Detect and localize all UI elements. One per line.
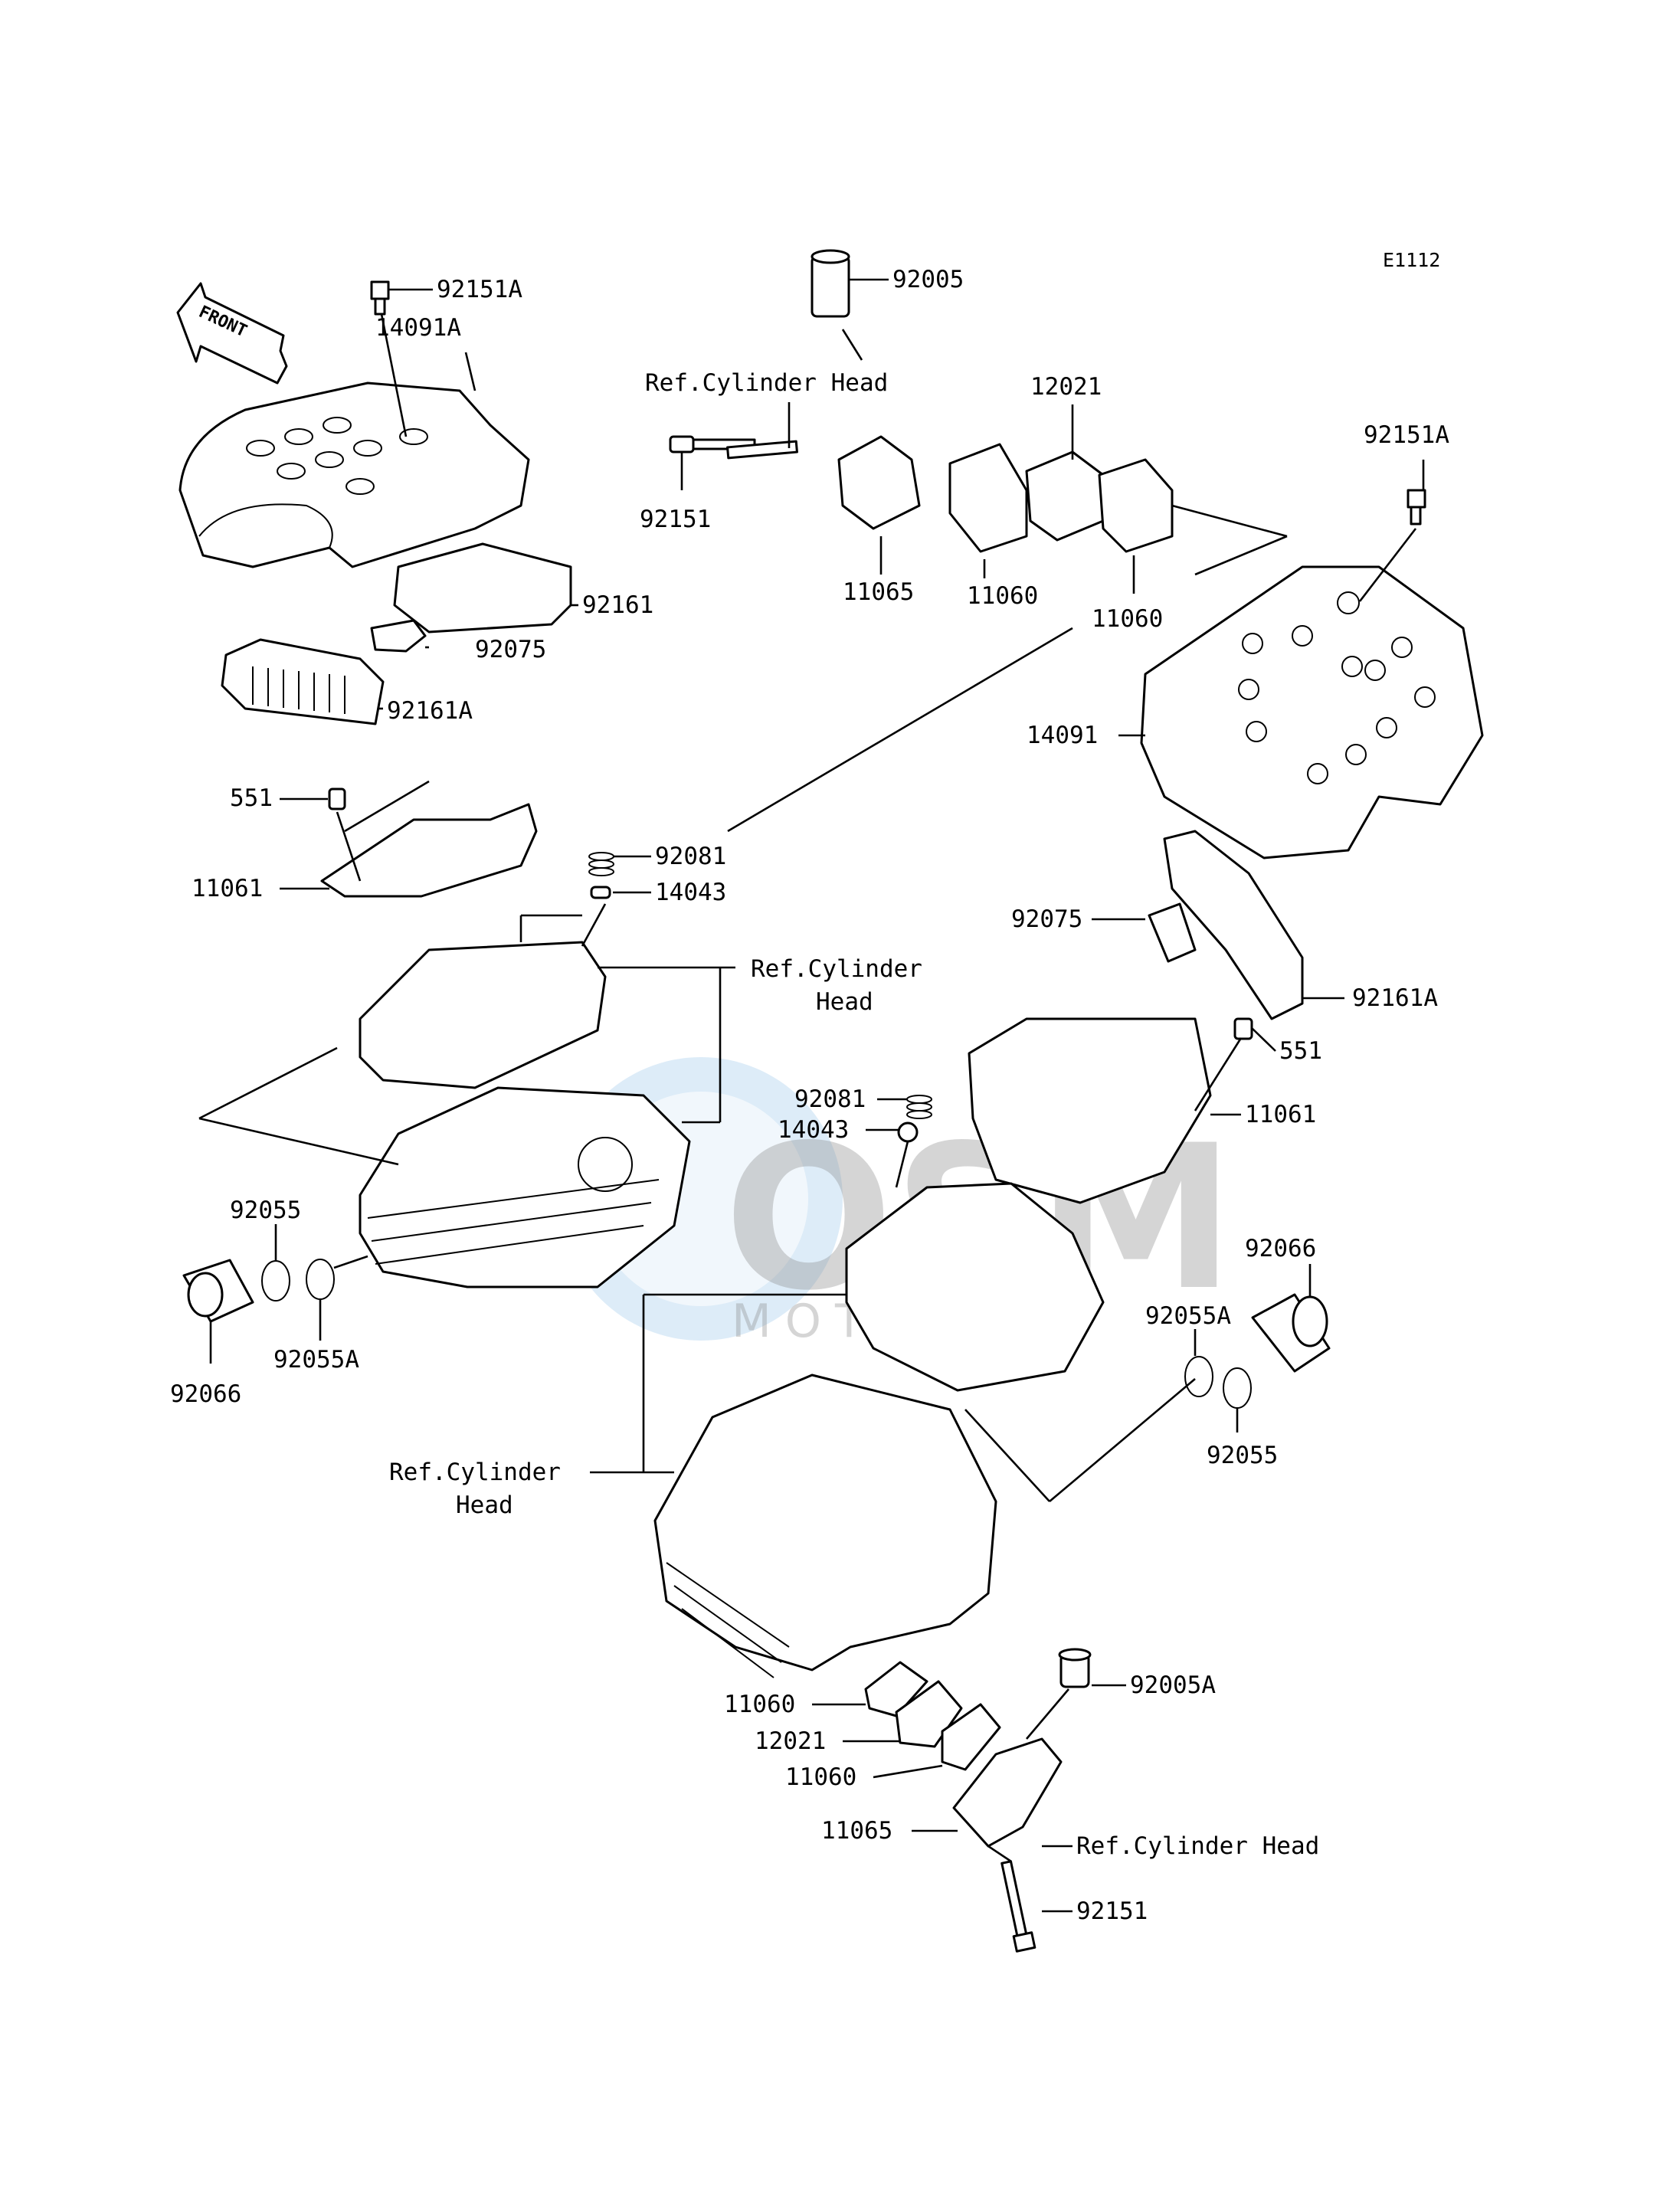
oring-92055-right [1223,1367,1252,1409]
callout-14091a: 14091A [375,314,461,342]
callout-92055a-right: 92055A [1145,1302,1231,1330]
plug-92066-right [1251,1293,1331,1373]
callout-92005a: 92005A [1130,1671,1216,1699]
gasket-11061-right [968,1017,1212,1204]
oring-92055-left [261,1260,290,1302]
spring-92081-top [588,852,614,876]
callout-92161: 92161 [582,591,653,619]
callout-11060-a: 11060 [967,582,1038,610]
callout-11061-right: 11061 [1245,1101,1316,1128]
bolt-92151-low [1000,1860,1036,1953]
callout-11065-top: 11065 [843,578,914,606]
cover-14091a [178,381,530,568]
callout-14091: 14091 [1027,722,1098,749]
callout-551-right: 551 [1279,1037,1322,1065]
damper-92075-left [370,619,427,653]
valve-14043-top [590,886,611,899]
callout-92075-right: 92075 [1011,905,1082,933]
leader-lines [198,278,1425,1913]
callout-92066-right: 92066 [1245,1235,1316,1262]
oring-92055a-left [306,1259,335,1300]
pin-551-left [328,787,346,810]
callout-92055a-left: 92055A [273,1346,359,1374]
callout-11065-low: 11065 [821,1817,892,1845]
cylinder-head-lower [653,1374,997,1678]
callout-92055-right: 92055 [1207,1442,1278,1469]
cap-92005a [1058,1648,1092,1688]
callout-92081-mid: 92081 [794,1085,866,1113]
cylinder-head-mid [845,1182,1105,1392]
cover-14091 [1140,565,1484,859]
callout-14043-mid: 14043 [778,1116,849,1144]
gasket-11060-d [941,1703,1001,1771]
callout-92151a-top: 92151A [437,276,522,303]
callout-92055-left: 92055 [230,1197,301,1224]
callout-ref-cylinder-low-1: Ref.Cylinder [389,1459,561,1486]
callout-ref-cylinder-head-bottom: Ref.Cylinder Head [1076,1832,1319,1860]
callout-92151-top: 92151 [640,506,711,533]
pin-551-right [1233,1017,1253,1040]
callout-ref-cylinder-mid-1: Ref.Cylinder [751,955,922,983]
pipe-top [726,440,798,460]
bolt-92151a-top [370,280,390,316]
callout-12021-low: 12021 [755,1727,826,1755]
callout-labels: 92151A 14091A 92005 Ref.Cylinder Head 12… [170,266,1449,1925]
callout-11060-d: 11060 [785,1763,856,1791]
callout-92161a-right: 92161A [1352,984,1438,1012]
callout-ref-cylinder-mid-2: Head [816,988,873,1016]
callout-14043-top: 14043 [655,879,726,906]
cylinder-head-left [359,1086,691,1288]
heatsink-92161a-left [221,638,385,725]
callout-92075-left: 92075 [475,636,546,663]
rocker-cover-upper-left [359,941,607,1089]
cap-92005 [811,249,850,318]
bolt-92151a-right [1407,489,1426,526]
gasket-11060-b [1098,458,1174,553]
callout-11060-b: 11060 [1092,605,1163,633]
callout-92161a-left: 92161A [387,697,473,725]
callout-551-left: 551 [230,784,273,812]
diagram-code: E1112 [1383,249,1440,271]
callout-92005: 92005 [892,266,964,293]
reed-plate-12021-top [1025,450,1105,542]
callout-ref-cylinder-low-2: Head [456,1491,513,1519]
front-arrow-icon: FRONT [176,282,288,385]
callout-11061-left: 11061 [192,875,263,902]
callout-92151a-right: 92151A [1364,421,1449,449]
bracket-92161 [393,542,572,634]
damper-92075-right [1148,902,1197,963]
valve-14043-mid [897,1121,919,1143]
callout-11060-c: 11060 [724,1691,795,1718]
oring-92055a-right [1184,1356,1213,1397]
callout-ref-cylinder-head-top: Ref.Cylinder Head [645,369,888,397]
gasket-11060-c [864,1661,928,1717]
plug-92066-left [182,1259,254,1323]
callout-92066-left: 92066 [170,1380,241,1408]
callout-92151-low: 92151 [1076,1897,1148,1925]
gasket-11061-left [320,803,538,898]
heatsink-92161a-right [1163,830,1304,1020]
reed-housing-11065-top [837,435,921,530]
callout-12021-top: 12021 [1030,373,1102,401]
callout-92081-top: 92081 [655,843,726,870]
gasket-11060-a [948,443,1028,553]
